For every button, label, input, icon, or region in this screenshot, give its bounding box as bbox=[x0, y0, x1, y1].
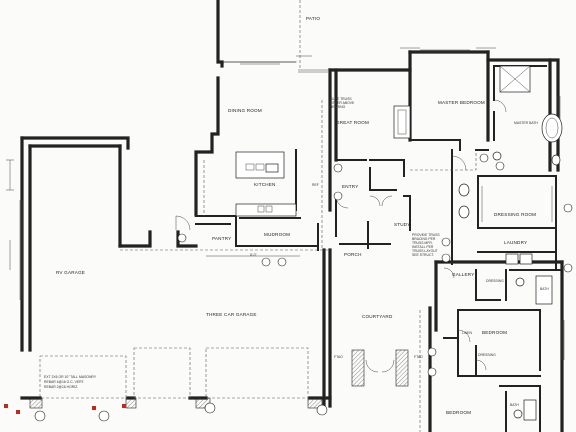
label-master-bedroom: MASTER BEDROOM bbox=[438, 100, 485, 105]
ftao-note-1: FTAO bbox=[334, 355, 343, 359]
garage-note-2: REBAR 4@16 O.C. VERT. bbox=[44, 380, 84, 384]
study-note-5: TRUSS LAYOUT bbox=[412, 249, 438, 253]
dimension-note: 8'-0" bbox=[250, 253, 258, 257]
label-three-car-garage: THREE CAR GARAGE bbox=[206, 312, 257, 317]
label-dressing-room: DRESSING ROOM bbox=[494, 212, 536, 217]
notes: GLUE TRUSS OTHER ABOVE BEARING PROVIDE T… bbox=[44, 97, 440, 389]
great-room-note-2: OTHER ABOVE bbox=[330, 101, 355, 105]
ftao-note-2: FTAO bbox=[414, 355, 423, 359]
label-laundry: LAUNDRY bbox=[504, 240, 527, 245]
study-note-3: TRUSS MFR. bbox=[412, 241, 433, 245]
great-room-note-3: BEARING bbox=[330, 105, 346, 109]
study-note-6: SEE STRUCT. bbox=[412, 253, 434, 257]
label-courtyard: COURTYARD bbox=[362, 314, 393, 319]
label-linen: LINEN bbox=[462, 331, 473, 335]
garage-note-1: EXT 2X6 OR 10" TALL MASONRY bbox=[44, 375, 97, 379]
label-rv-garage: RV GARAGE bbox=[56, 270, 85, 275]
label-bath-2: BATH bbox=[510, 403, 519, 407]
label-pantry: PANTRY bbox=[212, 236, 231, 241]
fireplace bbox=[393, 105, 411, 139]
label-study: STUDY bbox=[394, 222, 411, 227]
label-bedroom-2: BEDROOM bbox=[446, 410, 471, 415]
bathtub bbox=[541, 113, 563, 143]
room-labels: PATIO DINING ROOM GREAT ROOM MASTER BEDR… bbox=[56, 16, 549, 415]
label-kitchen: KITCHEN bbox=[254, 182, 276, 187]
study-note-1: PROVIDE TRUSS bbox=[412, 233, 440, 237]
garage-note-3: REBAR 2@16 HORIZ. bbox=[44, 385, 78, 389]
porch-column-left bbox=[351, 349, 365, 387]
label-porch: PORCH bbox=[344, 252, 362, 257]
label-master-bath: MASTER BATH bbox=[514, 121, 538, 125]
label-ref: REF bbox=[312, 183, 319, 187]
doors bbox=[175, 99, 507, 373]
callouts bbox=[4, 153, 573, 422]
label-dressing-1: DRESSING bbox=[486, 279, 504, 283]
study-note-4: INSTALL PER bbox=[412, 245, 434, 249]
label-bedroom-1: BEDROOM bbox=[482, 330, 507, 335]
dimension-lines bbox=[6, 47, 496, 270]
label-gallery: GALLERY bbox=[452, 272, 475, 277]
windows bbox=[19, 49, 565, 360]
porch-column-right bbox=[395, 349, 409, 387]
label-great-room: GREAT ROOM bbox=[336, 120, 369, 125]
label-dressing-2: DRESSING bbox=[478, 353, 496, 357]
study-note-2: BRACING PER bbox=[412, 237, 436, 241]
fixtures bbox=[29, 65, 563, 421]
dashed-lines bbox=[120, 0, 477, 432]
label-mudroom: MUDROOM bbox=[264, 232, 290, 237]
label-patio: PATIO bbox=[306, 16, 320, 21]
label-bath-1: BATH bbox=[540, 287, 549, 291]
label-dining-room: DINING ROOM bbox=[228, 108, 262, 113]
garage-doors bbox=[39, 347, 309, 399]
label-entry: ENTRY bbox=[342, 184, 359, 189]
great-room-note-1: GLUE TRUSS bbox=[330, 97, 352, 101]
